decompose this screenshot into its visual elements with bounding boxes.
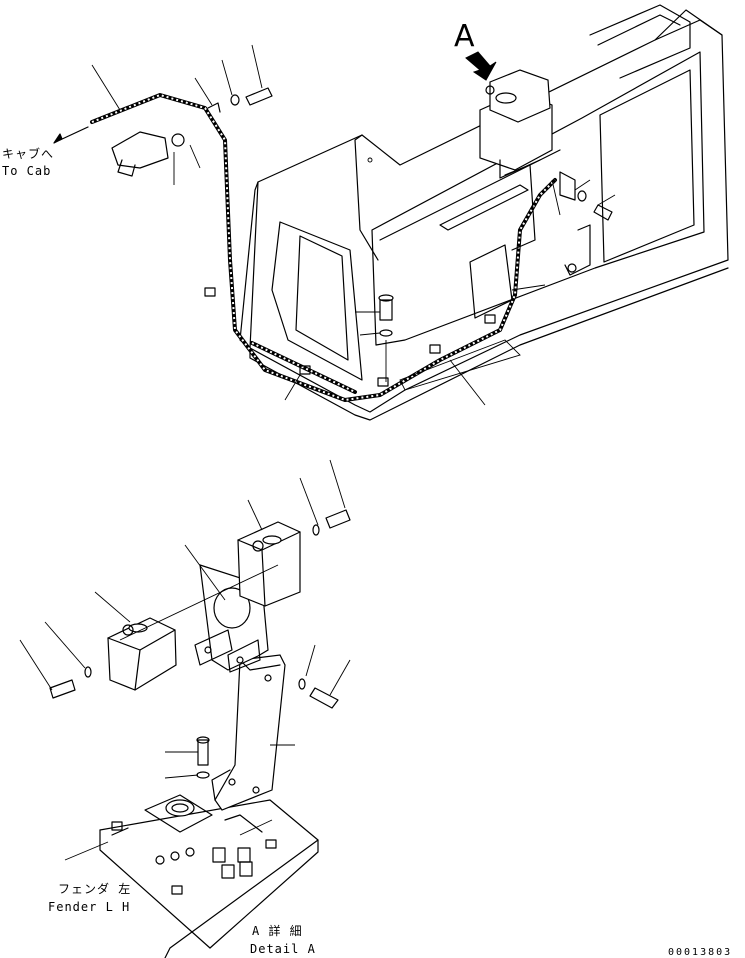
harness-clamp xyxy=(53,126,185,177)
view-marker-label: A xyxy=(454,19,475,54)
bolt-bracket-bottom xyxy=(196,736,210,779)
view-arrow-icon xyxy=(465,51,497,81)
leader-lines-lower xyxy=(19,459,351,861)
to-cab-label-en: To Cab xyxy=(2,164,52,178)
leader-lines-upper xyxy=(91,44,616,406)
fender-cover-assembly xyxy=(239,4,729,421)
bracket-right xyxy=(564,224,591,276)
bolt-bracket-right xyxy=(298,678,339,709)
bolt-tank-left xyxy=(49,666,92,699)
nut xyxy=(567,263,577,273)
fender-label-jp: フェンダ 左 xyxy=(58,882,132,896)
detail-label-jp: A 詳 細 xyxy=(252,924,303,938)
mount-nuts xyxy=(212,814,263,879)
to-cab-label-jp: キャブへ xyxy=(2,147,55,161)
bolt-upper-right xyxy=(577,190,613,221)
detail-label-en: Detail A xyxy=(250,942,316,956)
washer-tank-lower-left xyxy=(107,617,177,691)
washer-tank-lower-right xyxy=(237,521,301,607)
wiring-harness xyxy=(90,93,557,402)
bolt-vertical-middle xyxy=(378,294,394,382)
harness-clips xyxy=(204,287,496,387)
drawing-number: 00013803 xyxy=(668,947,733,958)
mount-pad xyxy=(144,794,213,833)
bolt-tank-right xyxy=(312,509,351,536)
fender-label-en: Fender L H xyxy=(48,900,131,914)
tank-bracket xyxy=(211,654,286,811)
washer-tank-upper xyxy=(469,69,576,319)
fender-plate xyxy=(99,799,319,958)
bolt-upper-left xyxy=(207,87,273,113)
